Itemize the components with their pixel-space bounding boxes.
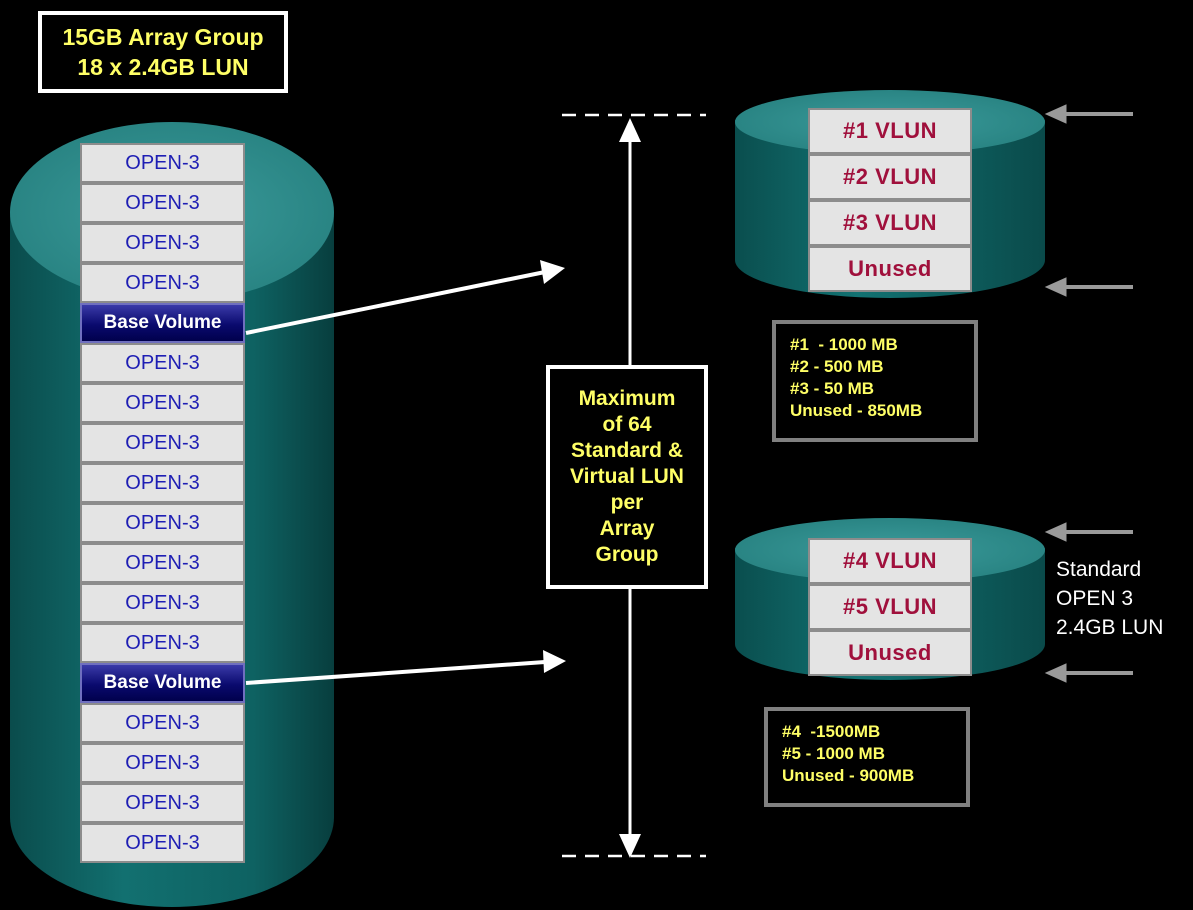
lun-cell: OPEN-3 [80,143,245,183]
title-line-2: 18 x 2.4GB LUN [77,54,249,80]
lun-cell: OPEN-3 [80,383,245,423]
vlun-cell: #2 VLUN [808,154,972,200]
lun-cell: OPEN-3 [80,783,245,823]
size-line: #2 - 500 MB [790,357,884,376]
unused-cell: Unused [808,246,972,292]
lun-stack: OPEN-3 OPEN-3 OPEN-3 OPEN-3 Base Volume … [80,143,245,863]
down-arrow-icon [619,834,641,858]
maximum-line: Group [595,543,659,566]
maximum-line: Virtual LUN [570,465,684,488]
size-line: #3 - 50 MB [790,379,875,398]
standard-line: Standard [1056,558,1142,581]
title-line-1: 15GB Array Group [62,24,264,50]
lun-cell: OPEN-3 [80,463,245,503]
lun-cell: OPEN-3 [80,823,245,863]
lun-cell: OPEN-3 [80,623,245,663]
up-arrow-icon [619,118,641,142]
size-line: #5 - 1000 MB [782,744,885,763]
lun-cell: OPEN-3 [80,263,245,303]
size-line: Unused - 850MB [790,401,923,420]
lun-cell: OPEN-3 [80,223,245,263]
lun-cell: OPEN-3 [80,543,245,583]
vlun-cell: #4 VLUN [808,538,972,584]
size-line: #1 - 1000 MB [790,335,898,354]
vlun-cell: #1 VLUN [808,108,972,154]
maximum-luns-box: Maximum of 64 Standard & Virtual LUN per… [546,365,708,589]
vlun-stack-upper: #1 VLUN #2 VLUN #3 VLUN Unused [808,108,972,292]
maximum-line: Maximum [578,387,676,410]
base-volume-arrow-2 [245,660,546,685]
maximum-line: Array [599,517,655,540]
lun-cell: OPEN-3 [80,743,245,783]
lun-cell: OPEN-3 [80,703,245,743]
arrow-head-2-icon [543,650,566,673]
size-line: Unused - 900MB [782,766,915,785]
standard-line: 2.4GB LUN [1056,616,1164,639]
standard-lun-label: Standard OPEN 3 2.4GB LUN [1056,555,1191,642]
lun-cell: OPEN-3 [80,183,245,223]
lun-cell: OPEN-3 [80,423,245,463]
base-volume-arrow-1 [245,270,546,335]
maximum-line: of 64 [602,413,652,436]
maximum-line: per [610,491,644,514]
unused-cell: Unused [808,630,972,676]
standard-line: OPEN 3 [1056,587,1134,610]
vlun-cell: #5 VLUN [808,584,972,630]
base-volume-cell: Base Volume [80,663,245,703]
grey-pointer-arrows [1044,104,1133,683]
size-info-upper: #1 - 1000 MB #2 - 500 MB #3 - 50 MB Unus… [772,320,978,442]
maximum-line: Standard & [570,439,683,462]
lun-cell: OPEN-3 [80,583,245,623]
array-group-title: 15GB Array Group 18 x 2.4GB LUN [38,11,288,93]
size-line: #4 -1500MB [782,722,881,741]
vlun-cell: #3 VLUN [808,200,972,246]
vlun-stack-lower: #4 VLUN #5 VLUN Unused [808,538,972,676]
lun-cell: OPEN-3 [80,503,245,543]
lun-cell: OPEN-3 [80,343,245,383]
size-info-lower: #4 -1500MB #5 - 1000 MB Unused - 900MB [764,707,970,807]
arrow-head-1-icon [540,260,565,284]
base-volume-cell: Base Volume [80,303,245,343]
